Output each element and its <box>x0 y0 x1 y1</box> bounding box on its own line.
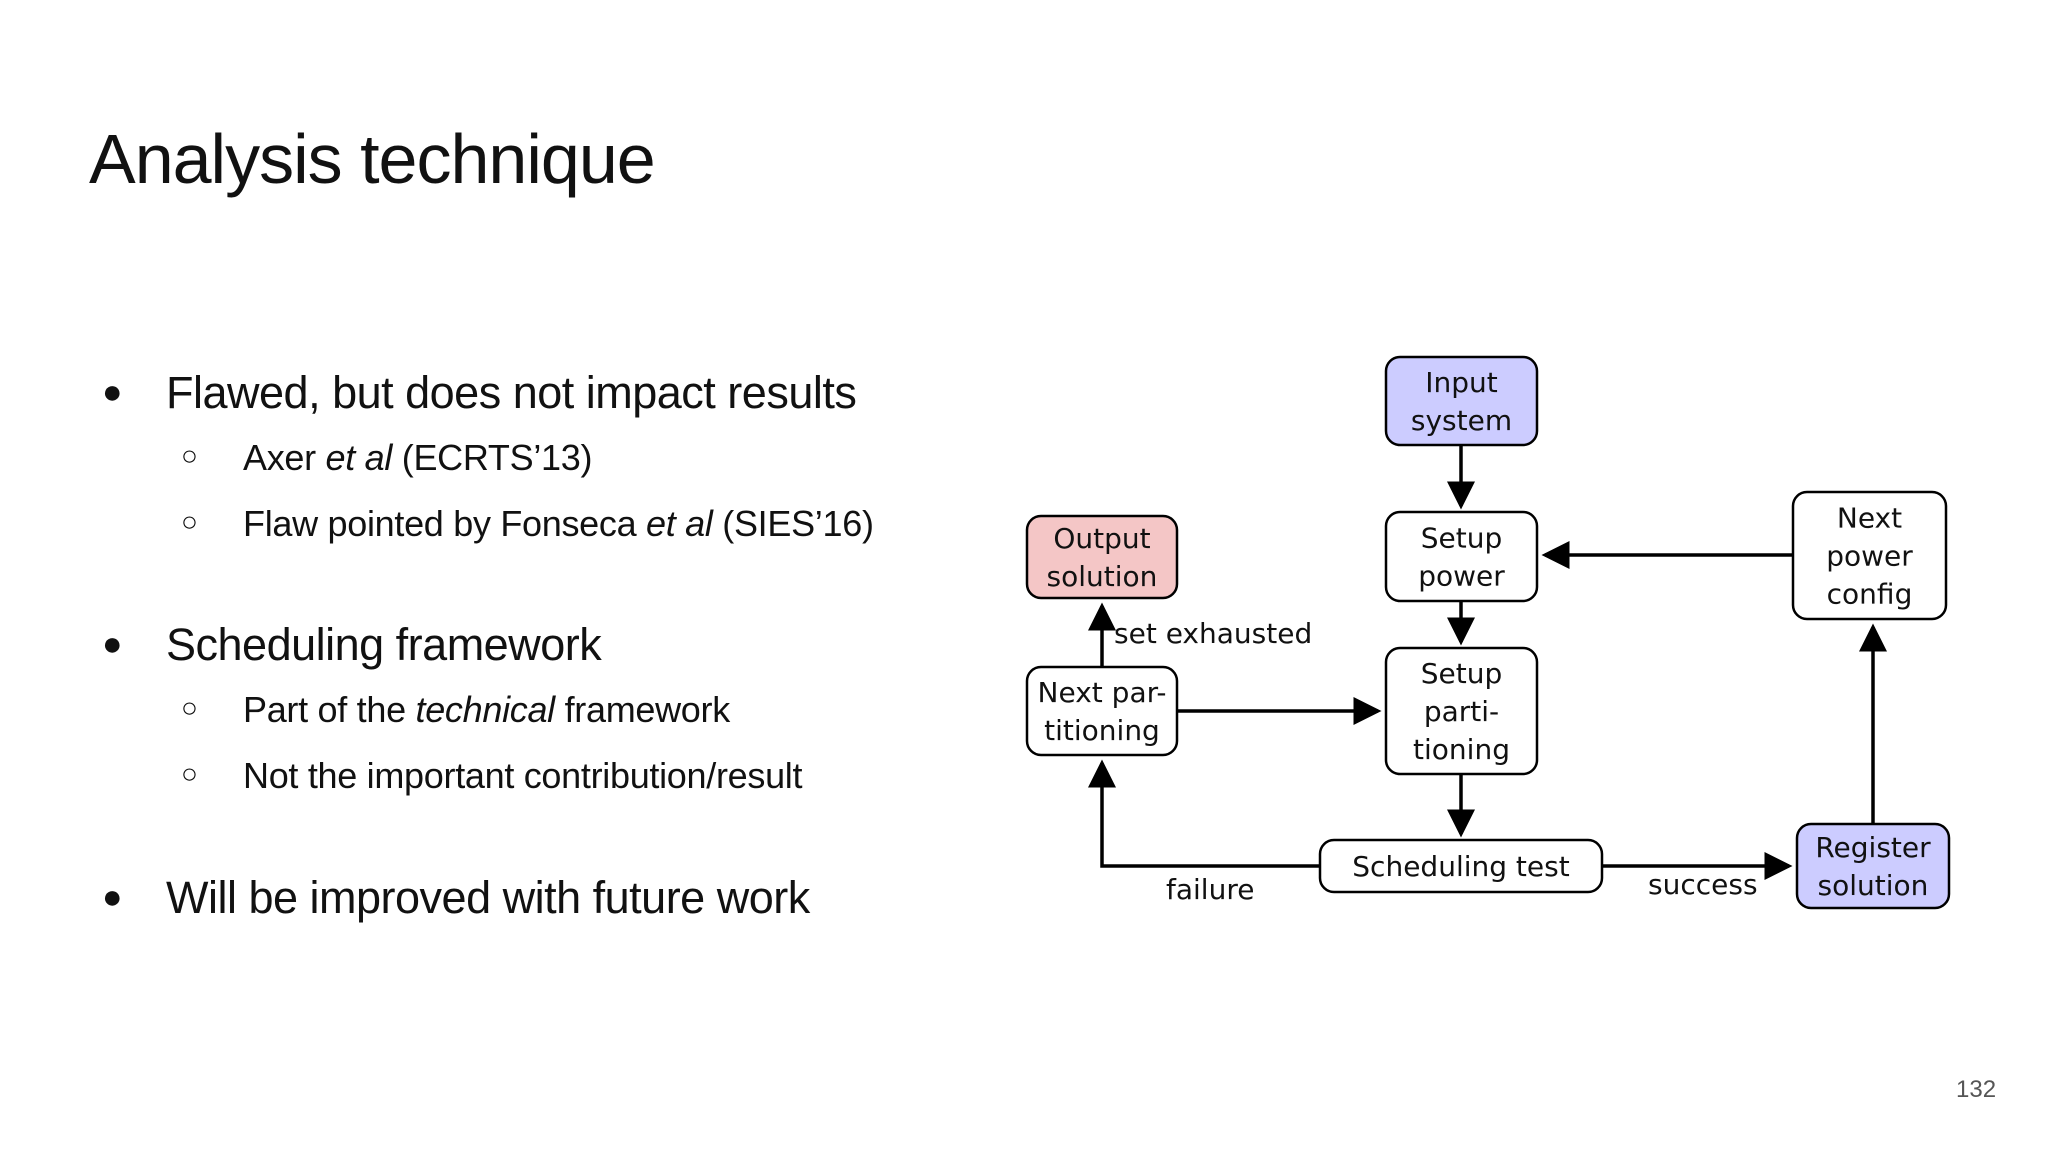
arrow-failure <box>1088 759 1320 868</box>
bullet-text: Scheduling framework <box>166 619 602 670</box>
edge-label-success: success <box>1648 868 1758 901</box>
bullet-2: ● Scheduling framework <box>102 619 602 670</box>
text: Axer <box>243 437 326 478</box>
node-setup-part: Setup parti-tioning <box>1384 646 1539 776</box>
sub-bullet-dot: ○ <box>181 506 198 537</box>
node-box <box>1795 822 1951 910</box>
node-label: system <box>1411 404 1512 437</box>
node-box <box>1384 510 1539 603</box>
node-label: Setup <box>1421 522 1503 555</box>
node-box <box>1384 355 1539 447</box>
node-input: Input system <box>1384 355 1539 447</box>
edge-label-failure: failure <box>1166 873 1254 906</box>
bullet-3: ● Will be improved with future work <box>102 872 810 923</box>
node-box <box>1384 646 1539 776</box>
node-label: tioning <box>1413 733 1510 766</box>
bullet-dot: ● <box>102 373 123 411</box>
node-output: Output solution <box>1025 514 1179 600</box>
sub-bullet-dot: ○ <box>181 440 198 471</box>
node-setup-power: Setup power <box>1384 510 1539 603</box>
diagram-edges <box>1088 445 1887 880</box>
node-label: Scheduling test <box>1352 850 1569 883</box>
italic-text: technical <box>415 689 556 730</box>
node-label: Next par- <box>1038 676 1167 709</box>
text: (SIES’16) <box>712 503 874 544</box>
sub-bullet-2-2: ○ Not the important contribution/result <box>181 755 803 796</box>
text: (ECRTS’13) <box>392 437 593 478</box>
node-label: titioning <box>1044 714 1160 747</box>
sub-bullet-2-1: ○ Part of the technical framework <box>181 689 731 730</box>
text: Flaw pointed by Fonseca <box>243 503 647 544</box>
bullet-dot: ● <box>102 878 123 916</box>
text: framework <box>554 689 731 730</box>
node-next-power: Next power config <box>1791 490 1948 621</box>
sub-bullet-dot: ○ <box>181 758 198 789</box>
sub-bullet-1-2: ○ Flaw pointed by Fonseca et al (SIES’16) <box>181 503 874 544</box>
node-sched: Scheduling test <box>1318 838 1604 894</box>
bullet-1: ● Flawed, but does not impact results <box>102 367 857 418</box>
node-label: Output <box>1053 522 1150 555</box>
page-number: 132 <box>1956 1076 1997 1103</box>
node-box <box>1318 838 1604 894</box>
node-register: Register solution <box>1795 822 1951 910</box>
node-box <box>1791 490 1948 621</box>
sub-bullet-dot: ○ <box>181 692 198 723</box>
bullet-text: Flawed, but does not impact results <box>166 367 857 418</box>
edge-label-set-exhausted: set exhausted <box>1114 617 1312 650</box>
bullet-dot: ● <box>102 625 123 663</box>
node-next-part: Next par-titioning <box>1025 665 1179 757</box>
node-label: Register <box>1815 831 1931 864</box>
node-box <box>1025 514 1179 600</box>
slide-title: Analysis technique <box>89 120 656 198</box>
node-label: solution <box>1818 869 1929 902</box>
sub-bullet-1-1: ○ Axer et al (ECRTS’13) <box>181 437 593 478</box>
bullet-text: Will be improved with future work <box>166 872 810 923</box>
node-label: power <box>1418 560 1505 593</box>
node-label: Next <box>1837 502 1902 535</box>
node-label: power <box>1826 540 1913 573</box>
node-label: parti- <box>1424 695 1499 728</box>
node-label: solution <box>1047 560 1158 593</box>
node-label: Setup <box>1421 657 1503 690</box>
node-label: Input <box>1425 366 1498 399</box>
italic-text: et al <box>646 503 713 544</box>
node-box <box>1025 665 1179 757</box>
italic-text: et al <box>325 437 393 478</box>
text: Not the important contribution/result <box>243 755 803 796</box>
node-label: config <box>1827 578 1913 611</box>
text: Part of the <box>243 689 416 730</box>
